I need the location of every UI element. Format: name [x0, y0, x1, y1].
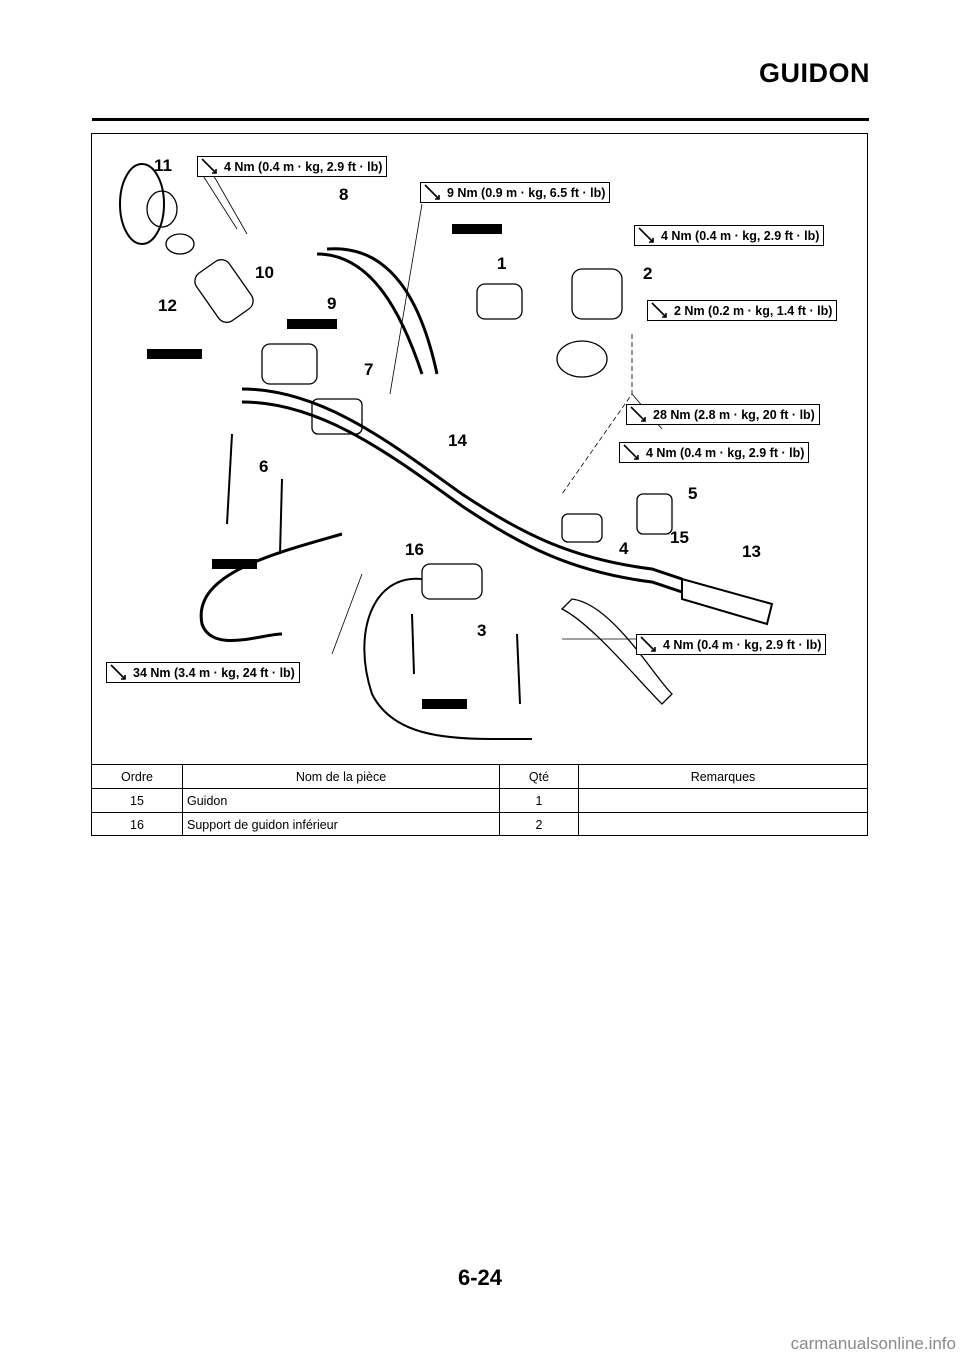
- torque-spec: 4 Nm (0.4 m · kg, 2.9 ft · lb): [634, 225, 825, 246]
- torque-spec: 34 Nm (3.4 m · kg, 24 ft · lb): [106, 662, 300, 683]
- callout-16: 16: [405, 540, 424, 559]
- callout-10: 10: [255, 263, 274, 282]
- wrench-icon: [109, 663, 129, 682]
- footer-site: carmanualsonline.info: [790, 1334, 956, 1353]
- exploded-view-frame: 4 Nm (0.4 m · kg, 2.9 ft · lb) 9 Nm (0.9…: [91, 133, 868, 836]
- table-row: 16 Support de guidon inférieur 2: [92, 812, 867, 836]
- cell-qte: 2: [499, 812, 579, 836]
- handlebar-exploded-diagram: [119, 163, 774, 740]
- col-remarques: Remarques: [578, 764, 867, 789]
- callout-13: 13: [742, 542, 761, 561]
- wrench-icon: [639, 635, 659, 654]
- callout-9: 9: [327, 294, 337, 313]
- wrench-icon: [423, 183, 443, 202]
- grip-left-inner: [194, 259, 254, 323]
- torque-spec: 4 Nm (0.4 m · kg, 2.9 ft · lb): [619, 442, 810, 463]
- page-number: 6-24: [457, 1265, 503, 1290]
- callout-7: 7: [364, 360, 374, 379]
- clutch-holder-2: [571, 268, 623, 320]
- cell-qte: 1: [499, 788, 579, 813]
- throttle-cables: [316, 252, 424, 375]
- wrench-icon: [622, 443, 642, 462]
- callout-11: 11: [154, 156, 172, 175]
- cell-remarques: [578, 812, 867, 836]
- page-title: GUIDON: [759, 58, 870, 88]
- torque-spec: 9 Nm (0.9 m · kg, 6.5 ft · lb): [420, 182, 611, 203]
- throttle-housing: [261, 343, 318, 385]
- callout-5: 5: [688, 484, 698, 503]
- wrench-icon: [637, 226, 657, 245]
- col-nom: Nom de la pièce: [182, 764, 500, 789]
- cell-ordre: 15: [92, 788, 183, 813]
- callout-4: 4: [619, 539, 629, 558]
- hot-start-lever: [556, 340, 608, 378]
- callout-2: 2: [643, 264, 653, 283]
- holder-4: [561, 513, 603, 543]
- clutch-perch-1: [476, 283, 523, 320]
- callout-1: 1: [497, 254, 507, 273]
- clutch-lever: [560, 598, 673, 705]
- grease-symbols: [147, 224, 502, 709]
- grip-right-13: [681, 577, 774, 626]
- hot-start-cable: [199, 532, 343, 642]
- table-header-row: Ordre Nom de la pièce Qté Remarques: [92, 764, 867, 789]
- torque-spec: 2 Nm (0.2 m · kg, 1.4 ft · lb): [647, 300, 838, 321]
- callout-3: 3: [477, 621, 487, 640]
- cable-tie: [226, 433, 233, 525]
- parts-table: Ordre Nom de la pièce Qté Remarques 15 G…: [92, 764, 867, 836]
- col-ordre: Ordre: [92, 764, 183, 789]
- callout-12: 12: [158, 296, 177, 315]
- clutch-assembly-3: [421, 563, 483, 600]
- title-rule: [92, 118, 869, 121]
- callout-15: 15: [670, 528, 689, 547]
- grip-left-11: [119, 163, 165, 245]
- switch-5: [636, 493, 673, 535]
- torque-spec: 4 Nm (0.4 m · kg, 2.9 ft · lb): [636, 634, 827, 655]
- table-row: 15 Guidon 1: [92, 788, 867, 813]
- callout-8: 8: [339, 185, 349, 204]
- handlebar-tube: [241, 387, 683, 581]
- col-qte: Qté: [499, 764, 579, 789]
- wrench-icon: [200, 157, 220, 176]
- wrench-icon: [650, 301, 670, 320]
- cell-ordre: 16: [92, 812, 183, 836]
- cell-nom: Guidon: [182, 788, 500, 813]
- cell-remarques: [578, 788, 867, 813]
- grip-ring-12: [165, 233, 195, 255]
- cell-nom: Support de guidon inférieur: [182, 812, 500, 836]
- torque-spec: 4 Nm (0.4 m · kg, 2.9 ft · lb): [197, 156, 388, 177]
- wrench-icon: [629, 405, 649, 424]
- torque-spec: 28 Nm (2.8 m · kg, 20 ft · lb): [626, 404, 820, 425]
- callout-6: 6: [259, 457, 269, 476]
- callout-14: 14: [448, 431, 467, 450]
